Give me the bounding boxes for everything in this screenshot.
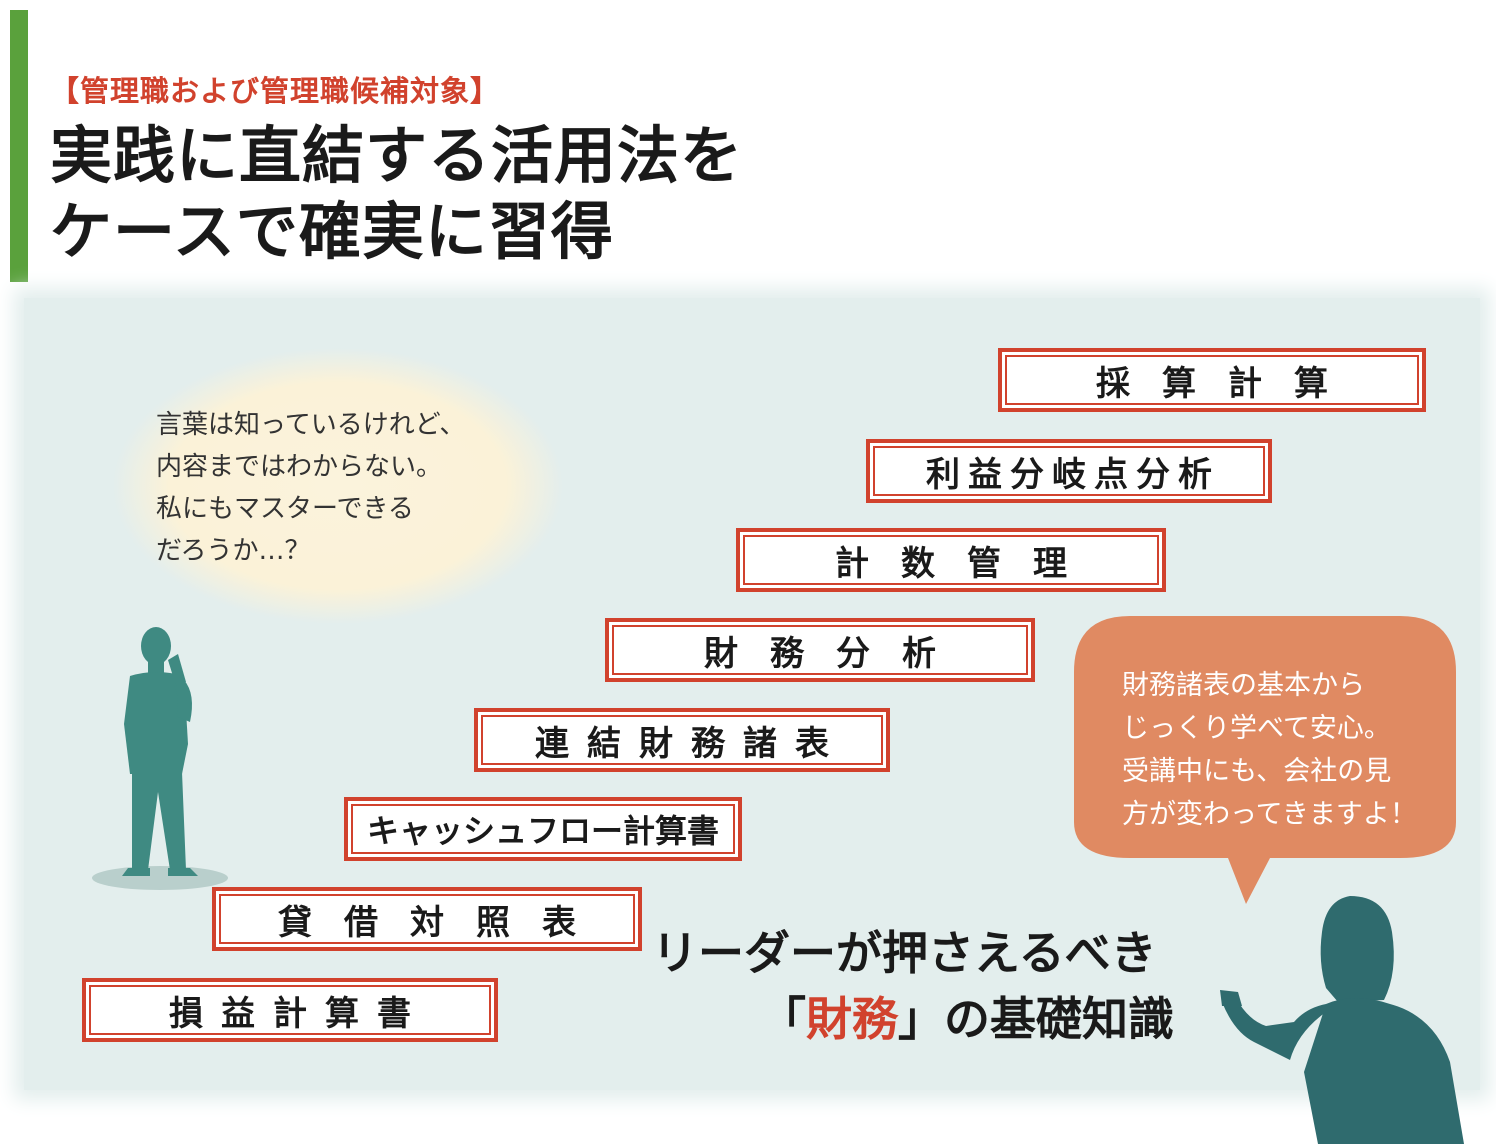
speech-line: 受講中にも、会社の見 <box>1122 756 1392 787</box>
headline-line-1: リーダーが押さえるべき <box>652 926 1157 980</box>
thought-line: 私にもマスターできる <box>156 494 414 524</box>
thought-cloud <box>113 348 563 624</box>
open-bracket: 「 <box>760 992 806 1046</box>
step-taishaku: 貸借対照表 <box>212 887 642 951</box>
title-line-2: ケースで確実に習得 <box>50 195 614 268</box>
step-saisan-keisan: 採算計算 <box>998 348 1426 412</box>
step-soneki: 損益計算書 <box>82 978 498 1042</box>
step-rieki-bunki: 利益分岐点分析 <box>866 439 1272 503</box>
speech-line: 方が変わってきますよ！ <box>1122 799 1417 830</box>
close-bracket: 」 <box>898 992 944 1046</box>
step-renketsu: 連結財務諸表 <box>474 708 890 772</box>
headline-highlight: 財務 <box>806 992 898 1046</box>
headline-rest: の基礎知識 <box>944 992 1174 1046</box>
speech-bubble <box>1074 616 1456 904</box>
thought-text: 言葉は知っているけれど、 内容まではわからない。 私にもマスターできる だろうか… <box>156 404 465 572</box>
headline: リーダーが押さえるべき 「財務」の基礎知識 <box>652 920 1174 1052</box>
target-audience-label: 【管理職および管理職候補対象】 <box>50 74 501 108</box>
headline-line-2: 「財務」の基礎知識 <box>652 986 1174 1052</box>
accent-bar <box>10 10 28 282</box>
thinking-man-silhouette <box>92 627 228 890</box>
page-title: 実践に直結する活用法を ケースで確実に習得 <box>50 118 743 270</box>
title-line-1: 実践に直結する活用法を <box>50 119 744 192</box>
speech-line: 財務諸表の基本から <box>1122 670 1365 701</box>
step-keisu-kanri: 計数管理 <box>736 528 1166 592</box>
step-cashflow: キャッシュフロー計算書 <box>344 797 742 861</box>
thought-line: だろうか…？ <box>156 536 311 566</box>
thought-line: 内容まではわからない。 <box>156 452 443 482</box>
speech-text: 財務諸表の基本から じっくり学べて安心。 受講中にも、会社の見 方が変わってきま… <box>1122 664 1417 836</box>
thought-line: 言葉は知っているけれど、 <box>156 410 466 440</box>
step-zaimu-bunseki: 財務分析 <box>605 618 1035 682</box>
speech-line: じっくり学べて安心。 <box>1122 713 1391 744</box>
presenter-woman-silhouette <box>1220 896 1464 1144</box>
